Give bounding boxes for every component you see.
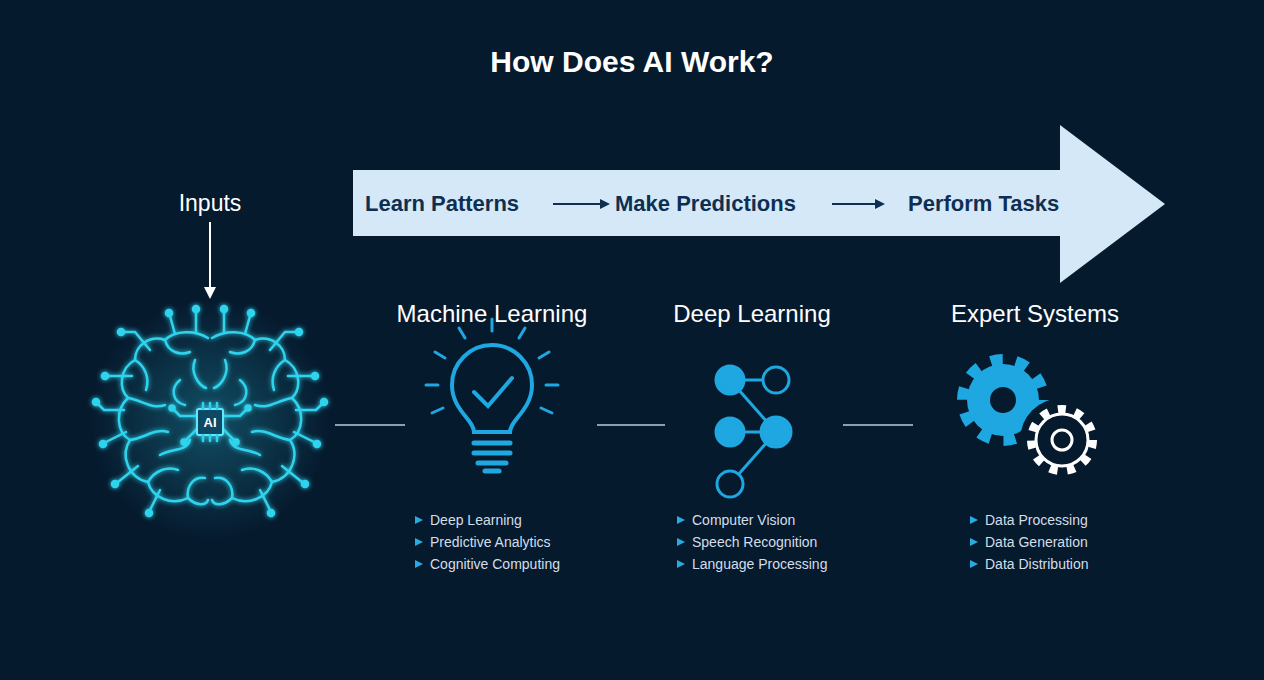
arrow-band-fill [353,125,1165,283]
bullet-item: Language Processing [692,553,827,575]
process-band: Learn Patterns Make Predictions Perform Ta… [353,125,1165,283]
diagram-title: How Does AI Work? [490,45,773,79]
ai-brain: AI [95,310,335,540]
brain-illustration [202,403,205,409]
step-arrow [553,199,610,209]
bullet-item: Data Generation [985,531,1088,553]
brain-illustration [197,409,223,435]
process-step: Make Predictions [615,191,796,217]
brain-illustration [209,403,212,409]
connector-line [597,424,665,426]
gears-icon [1036,414,1088,466]
lightbulb-icon [478,461,506,466]
gears-icon [963,360,1104,482]
brain-illustration [216,435,219,441]
lightbulb-icon [519,328,525,338]
lightbulb-icon [435,352,445,358]
lightbulb-icon [426,319,558,471]
process-step: Perform Tasks [908,191,1059,217]
chip-label: AI [204,415,217,430]
brain-illustration [93,306,208,516]
lightbulb-icon [474,451,510,456]
concept-column: Machine LearningDeep LearningPredictive … [405,298,597,580]
lightbulb-icon [426,319,558,413]
lightbulb-icon [541,408,552,413]
column-heading: Deep Learning [673,298,830,330]
connector-line [335,424,405,426]
lightbulb-icon [426,384,438,387]
lightbulb-icon [452,345,532,432]
brain-illustration [90,300,330,540]
lightbulb-icon [459,328,465,338]
bullet-item: Data Distribution [985,553,1089,575]
step-arrow [875,199,885,209]
lightbulb-icon [546,384,558,387]
brain-illustration [209,435,212,441]
brain-illustration [202,435,205,441]
process-step: Learn Patterns [365,191,519,217]
input-label: Inputs [179,190,242,217]
bullet-item: Data Processing [985,509,1088,531]
lightbulb-icon [432,408,443,413]
connector-line [843,424,913,426]
bullet-item: Speech Recognition [692,531,817,553]
neural-network-icon [763,367,789,393]
gears-icon [1052,430,1072,450]
input-arrow [204,287,216,299]
gears-icon [990,387,1016,413]
lightbulb-icon [485,469,499,474]
bullet-item: Predictive Analytics [430,531,551,553]
bullet-item: Deep Learning [430,509,522,531]
brain-illustration [216,403,219,409]
brain-illustration [212,306,327,516]
neural-network-icon [716,418,744,446]
lightbulb-icon [539,352,549,358]
neural-network-icon [717,471,743,497]
concept-column: Deep LearningComputer VisionSpeech Recog… [665,298,843,580]
bullet-item: Computer Vision [692,509,795,531]
input-arrow [204,222,216,299]
step-arrow [553,203,602,205]
brain-illustration [93,306,327,516]
brain-illustration [212,306,327,516]
lightbulb-icon [474,378,512,406]
bullet-item: Cognitive Computing [430,553,560,575]
column-heading: Expert Systems [951,298,1119,330]
step-arrow [832,203,877,205]
input-arrow [209,222,211,290]
step-arrow [600,199,610,209]
brain-illustration [90,300,330,540]
neural-network-icon [716,366,744,394]
gears-icon [1020,398,1104,482]
step-arrow [832,199,885,209]
concept-column: Expert SystemsData ProcessingData Genera… [913,298,1157,580]
gears-icon [1031,409,1093,471]
neural-network-icon [716,366,791,497]
neural-network-icon [761,417,791,447]
column-heading: Machine Learning [397,298,588,330]
lightbulb-icon [474,441,510,446]
